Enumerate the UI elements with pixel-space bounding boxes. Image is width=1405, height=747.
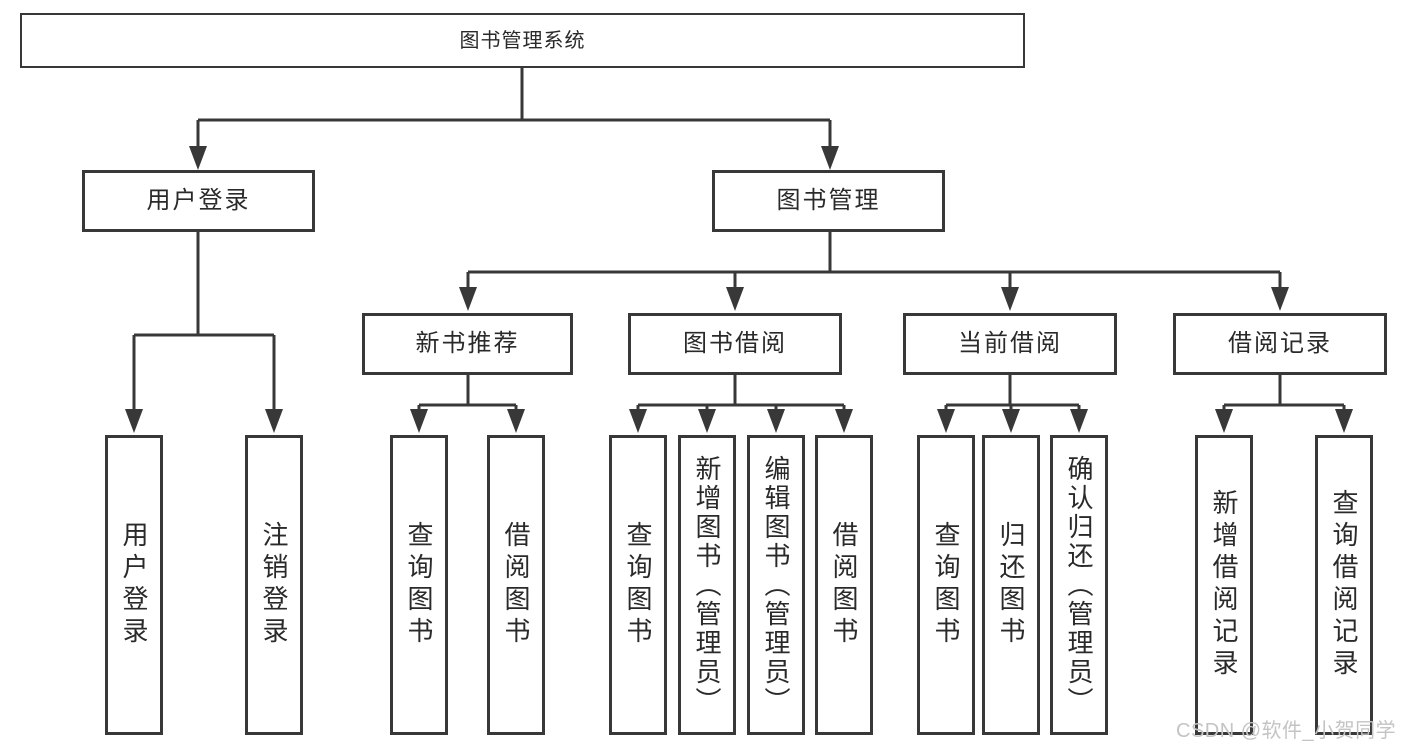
node-book-borrowing: 图书借阅 xyxy=(628,313,842,375)
leaf-add-books-admin: 新增图书（管理员） xyxy=(678,435,736,735)
leaf-query-books-current: 查询图书 xyxy=(917,435,975,735)
leaf-return-books: 归还图书 xyxy=(982,435,1040,735)
leaf-confirm-return-admin: 确认归还（管理员） xyxy=(1050,435,1108,735)
leaf-edit-books-admin: 编辑图书（管理员） xyxy=(747,435,805,735)
leaf-logout: 注销登录 xyxy=(245,435,303,735)
leaf-add-borrow-record: 新增借阅记录 xyxy=(1195,435,1253,735)
leaf-query-books-recommend: 查询图书 xyxy=(390,435,448,735)
leaf-query-books-borrowing: 查询图书 xyxy=(609,435,667,735)
node-book-management: 图书管理 xyxy=(712,170,945,232)
node-borrowing-records: 借阅记录 xyxy=(1173,313,1387,375)
node-current-borrowing: 当前借阅 xyxy=(903,313,1117,375)
csdn-watermark: CSDN @软件_小贺同学 xyxy=(1176,720,1397,742)
node-new-book-recommend: 新书推荐 xyxy=(362,313,573,375)
leaf-query-borrow-record: 查询借阅记录 xyxy=(1315,435,1373,735)
node-library-management-system: 图书管理系统 xyxy=(20,13,1025,68)
leaf-borrow-books-recommend: 借阅图书 xyxy=(487,435,545,735)
leaf-user-login: 用户登录 xyxy=(105,435,163,735)
leaf-borrow-books-borrowing: 借阅图书 xyxy=(815,435,873,735)
node-user-login: 用户登录 xyxy=(82,170,315,232)
